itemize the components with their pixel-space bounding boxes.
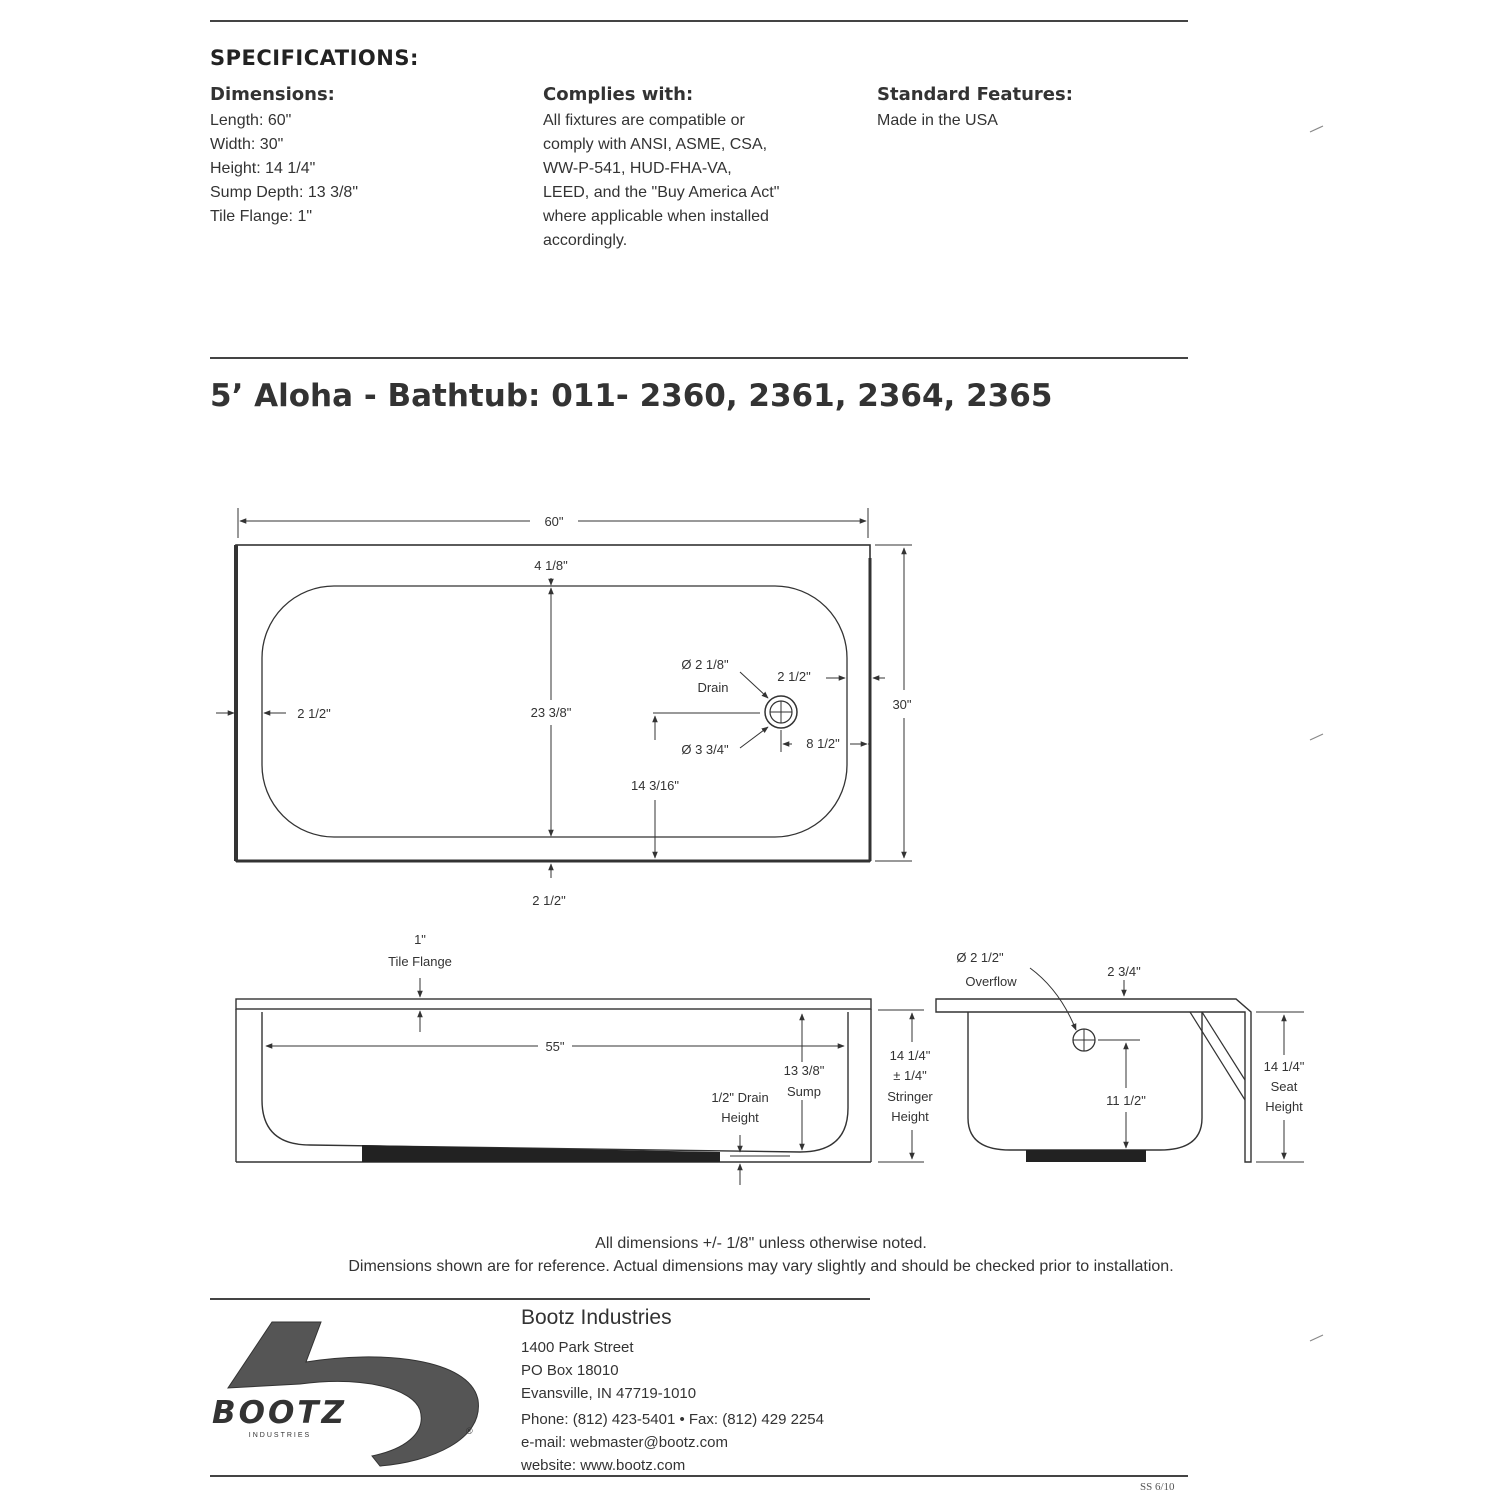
end-offset-label: 8 1/2" (806, 736, 840, 751)
dimension-line: Height: 14 1/4" (210, 160, 316, 177)
feature-line: Made in the USA (877, 112, 998, 129)
top-rule (210, 20, 1188, 22)
section-rule (210, 357, 1188, 359)
drain-dia-label: Ø 2 1/8" (681, 657, 729, 672)
sump-value: 13 3/8" (784, 1063, 825, 1078)
dimension-line: Width: 30" (210, 136, 284, 153)
complies-line: All fixtures are compatible or (543, 112, 745, 129)
overflow-height-label: 11 1/2" (1106, 1093, 1146, 1108)
complies-line: accordingly. (543, 232, 628, 249)
address-line: PO Box 18010 (521, 1362, 619, 1379)
stringer-line4: Height (891, 1109, 929, 1124)
tolerance-note: All dimensions +/- 1/8" unless otherwise… (595, 1235, 927, 1252)
company-name: Bootz Industries (521, 1306, 672, 1329)
scan-marks (1309, 125, 1324, 1342)
features-heading: Standard Features: (877, 84, 1073, 105)
address-line: Evansville, IN 47719-1010 (521, 1385, 697, 1402)
overflow-label: Overflow (965, 974, 1017, 989)
bottom-rim-label: 2 1/2" (532, 893, 566, 908)
side-length-label: 55" (545, 1039, 564, 1054)
length-label: 60" (544, 514, 563, 529)
end-view (935, 967, 1304, 1163)
side-view (235, 978, 924, 1185)
footer-rule-top (210, 1298, 870, 1300)
phone-fax: Phone: (812) 423-5401 • Fax: (812) 429 2… (521, 1411, 824, 1428)
model-title: 5’ Aloha - Bathtub: 011- 2360, 2361, 236… (210, 378, 1053, 414)
sump-label: Sump (787, 1084, 821, 1099)
logo-swoosh (227, 1321, 479, 1467)
complies-line: where applicable when installed (543, 208, 769, 225)
company-block: Bootz Industries 1400 Park Street PO Box… (521, 1306, 824, 1477)
seat-line2: Seat (1271, 1079, 1298, 1094)
drain-offset-label: 2 1/2" (777, 669, 811, 684)
email-link[interactable]: e-mail: webmaster@bootz.com (521, 1434, 728, 1451)
footer-rule-bottom (210, 1475, 1188, 1477)
complies-line: WW-P-541, HUD-FHA-VA, (543, 160, 732, 177)
top-rim-label: 4 1/8" (534, 558, 568, 573)
complies-line: comply with ANSI, ASME, CSA, (543, 136, 768, 153)
dimension-line: Tile Flange: 1" (210, 208, 313, 225)
logo-subtext: INDUSTRIES (249, 1432, 311, 1439)
logo-wordmark: BOOTZ (212, 1395, 347, 1431)
top-width-label: 2 3/4" (1107, 964, 1141, 979)
reference-note: Dimensions shown are for reference. Actu… (348, 1258, 1174, 1275)
drain-height-line1: 1/2" Drain (711, 1090, 768, 1105)
inner-width-label: 23 3/8" (531, 705, 572, 720)
flange-value: 1" (414, 932, 426, 947)
logo-registered: ® (466, 1426, 473, 1436)
document-code: SS 6/10 (1140, 1481, 1175, 1493)
outlet-dia-label: Ø 3 3/4" (681, 742, 729, 757)
dimension-line: Sump Depth: 13 3/8" (210, 184, 358, 201)
features-column: Standard Features: Made in the USA (877, 84, 1073, 133)
dimensions-heading: Dimensions: (210, 84, 335, 105)
seat-line3: Height (1265, 1099, 1303, 1114)
outer-width-label: 30" (892, 697, 911, 712)
drain-from-side-label: 14 3/16" (631, 778, 679, 793)
stringer-line3: Stringer (887, 1089, 933, 1104)
specifications-title: SPECIFICATIONS: (210, 46, 419, 70)
bootz-logo: BOOTZ INDUSTRIES ® (212, 1321, 479, 1467)
seat-line1: 14 1/4" (1264, 1059, 1305, 1074)
complies-heading: Complies with: (543, 84, 694, 105)
drain-label: Drain (697, 680, 728, 695)
complies-column: Complies with: All fixtures are compatib… (543, 84, 779, 253)
dimensions-column: Dimensions: Length: 60" Width: 30" Heigh… (210, 84, 358, 229)
left-rim-label: 2 1/2" (297, 706, 331, 721)
dimension-line: Length: 60" (210, 112, 292, 129)
stringer-line1: 14 1/4" (890, 1048, 931, 1063)
stringer-line2: ± 1/4" (893, 1068, 927, 1083)
website-link[interactable]: website: www.bootz.com (521, 1457, 686, 1474)
overflow-dia: Ø 2 1/2" (956, 950, 1004, 965)
complies-line: LEED, and the "Buy America Act" (543, 184, 780, 201)
address-line: 1400 Park Street (521, 1339, 634, 1356)
drain-height-line2: Height (721, 1110, 759, 1125)
top-view (216, 508, 912, 878)
flange-label: Tile Flange (388, 954, 452, 969)
